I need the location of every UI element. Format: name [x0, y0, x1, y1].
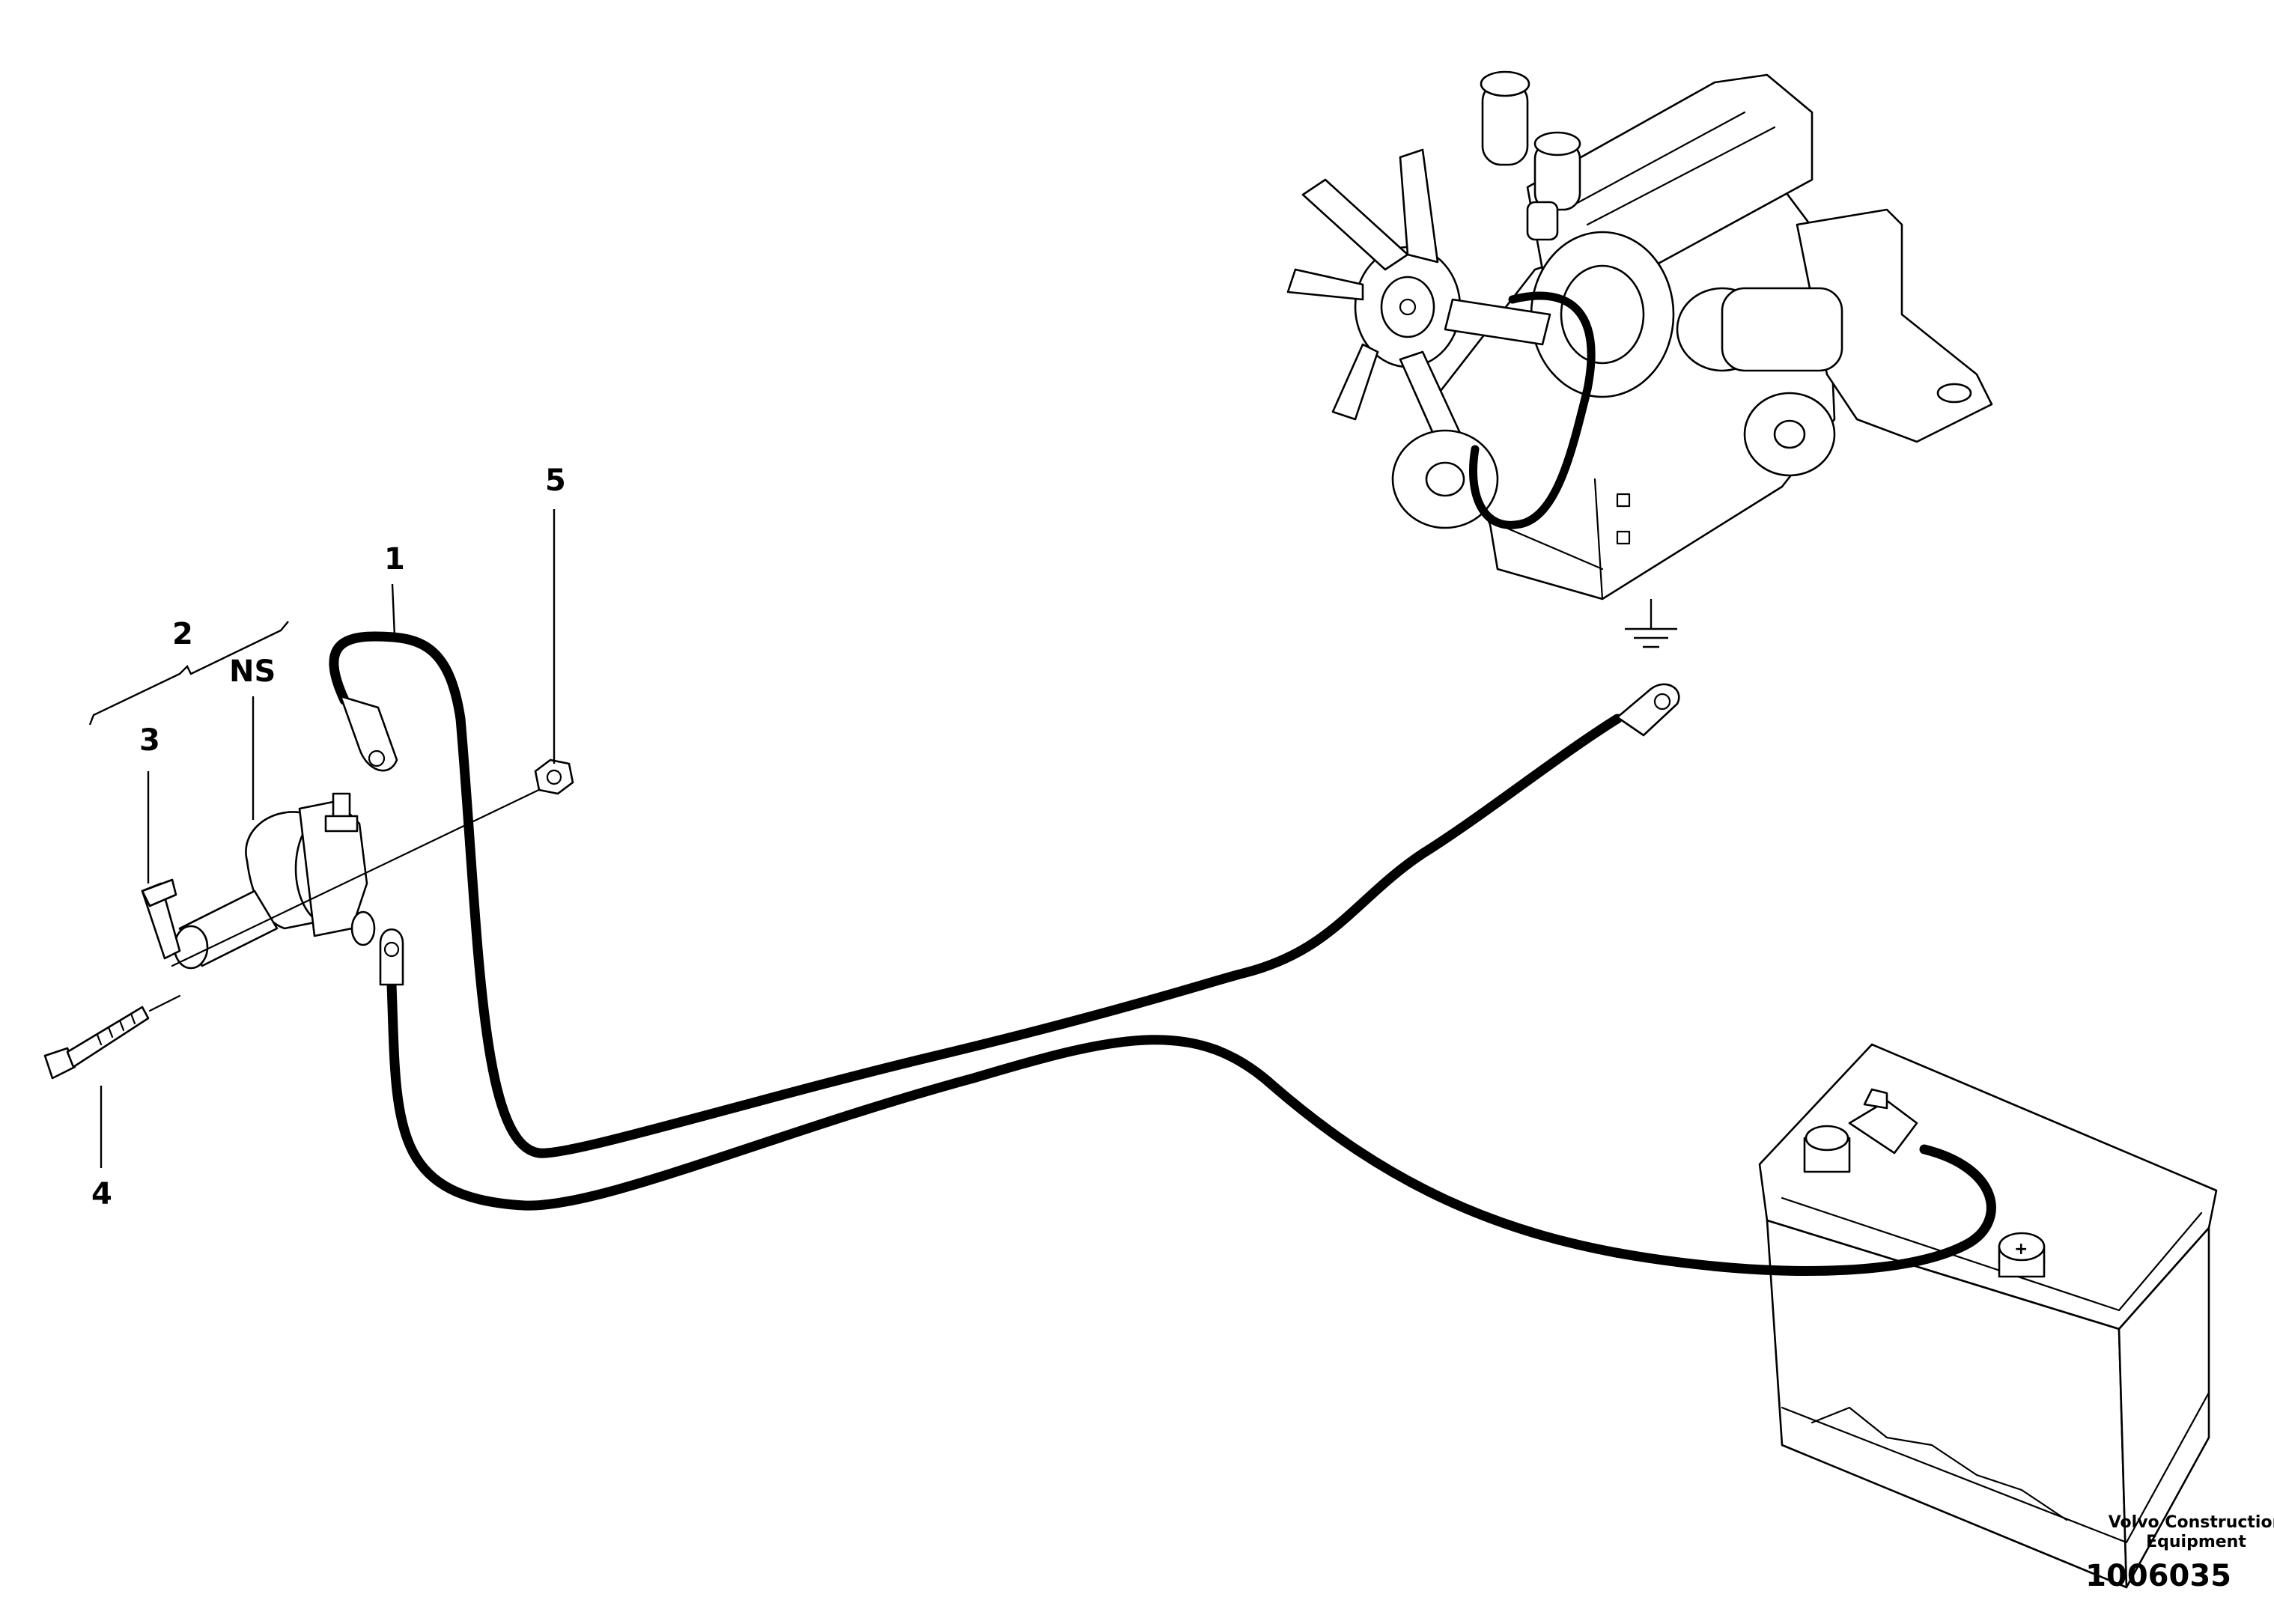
ground-symbol-icon	[1625, 599, 1677, 648]
cable-lug-switch-2	[379, 928, 404, 986]
cable-lug-switch-1	[339, 695, 398, 772]
hex-nut[interactable]	[534, 758, 574, 795]
battery[interactable]: +	[1758, 1043, 2218, 1589]
callout-2: 2	[172, 617, 193, 651]
battery-cable-to-engine[interactable]	[329, 631, 1623, 1158]
callout-5: 5	[545, 463, 566, 498]
drawing-number: 1006035	[2085, 1559, 2231, 1593]
cable-lug-engine	[1616, 683, 1680, 737]
engine-assembly[interactable]	[1286, 70, 1993, 648]
callout-1: 1	[384, 542, 405, 577]
callout-4: 4	[91, 1177, 112, 1211]
battery-disconnect-switch[interactable]	[141, 785, 548, 970]
manufacturer-label-line2: Equipment	[2146, 1533, 2246, 1551]
battery-cable-to-switch[interactable]	[386, 979, 1996, 1276]
callout-ns: NS	[229, 654, 276, 689]
mounting-bolt[interactable]	[43, 994, 181, 1080]
callout-leaders	[88, 509, 556, 1168]
callout-3: 3	[139, 723, 160, 758]
manufacturer-label: Volvo Construction	[2109, 1513, 2274, 1532]
svg-text:+: +	[2014, 1240, 2028, 1259]
